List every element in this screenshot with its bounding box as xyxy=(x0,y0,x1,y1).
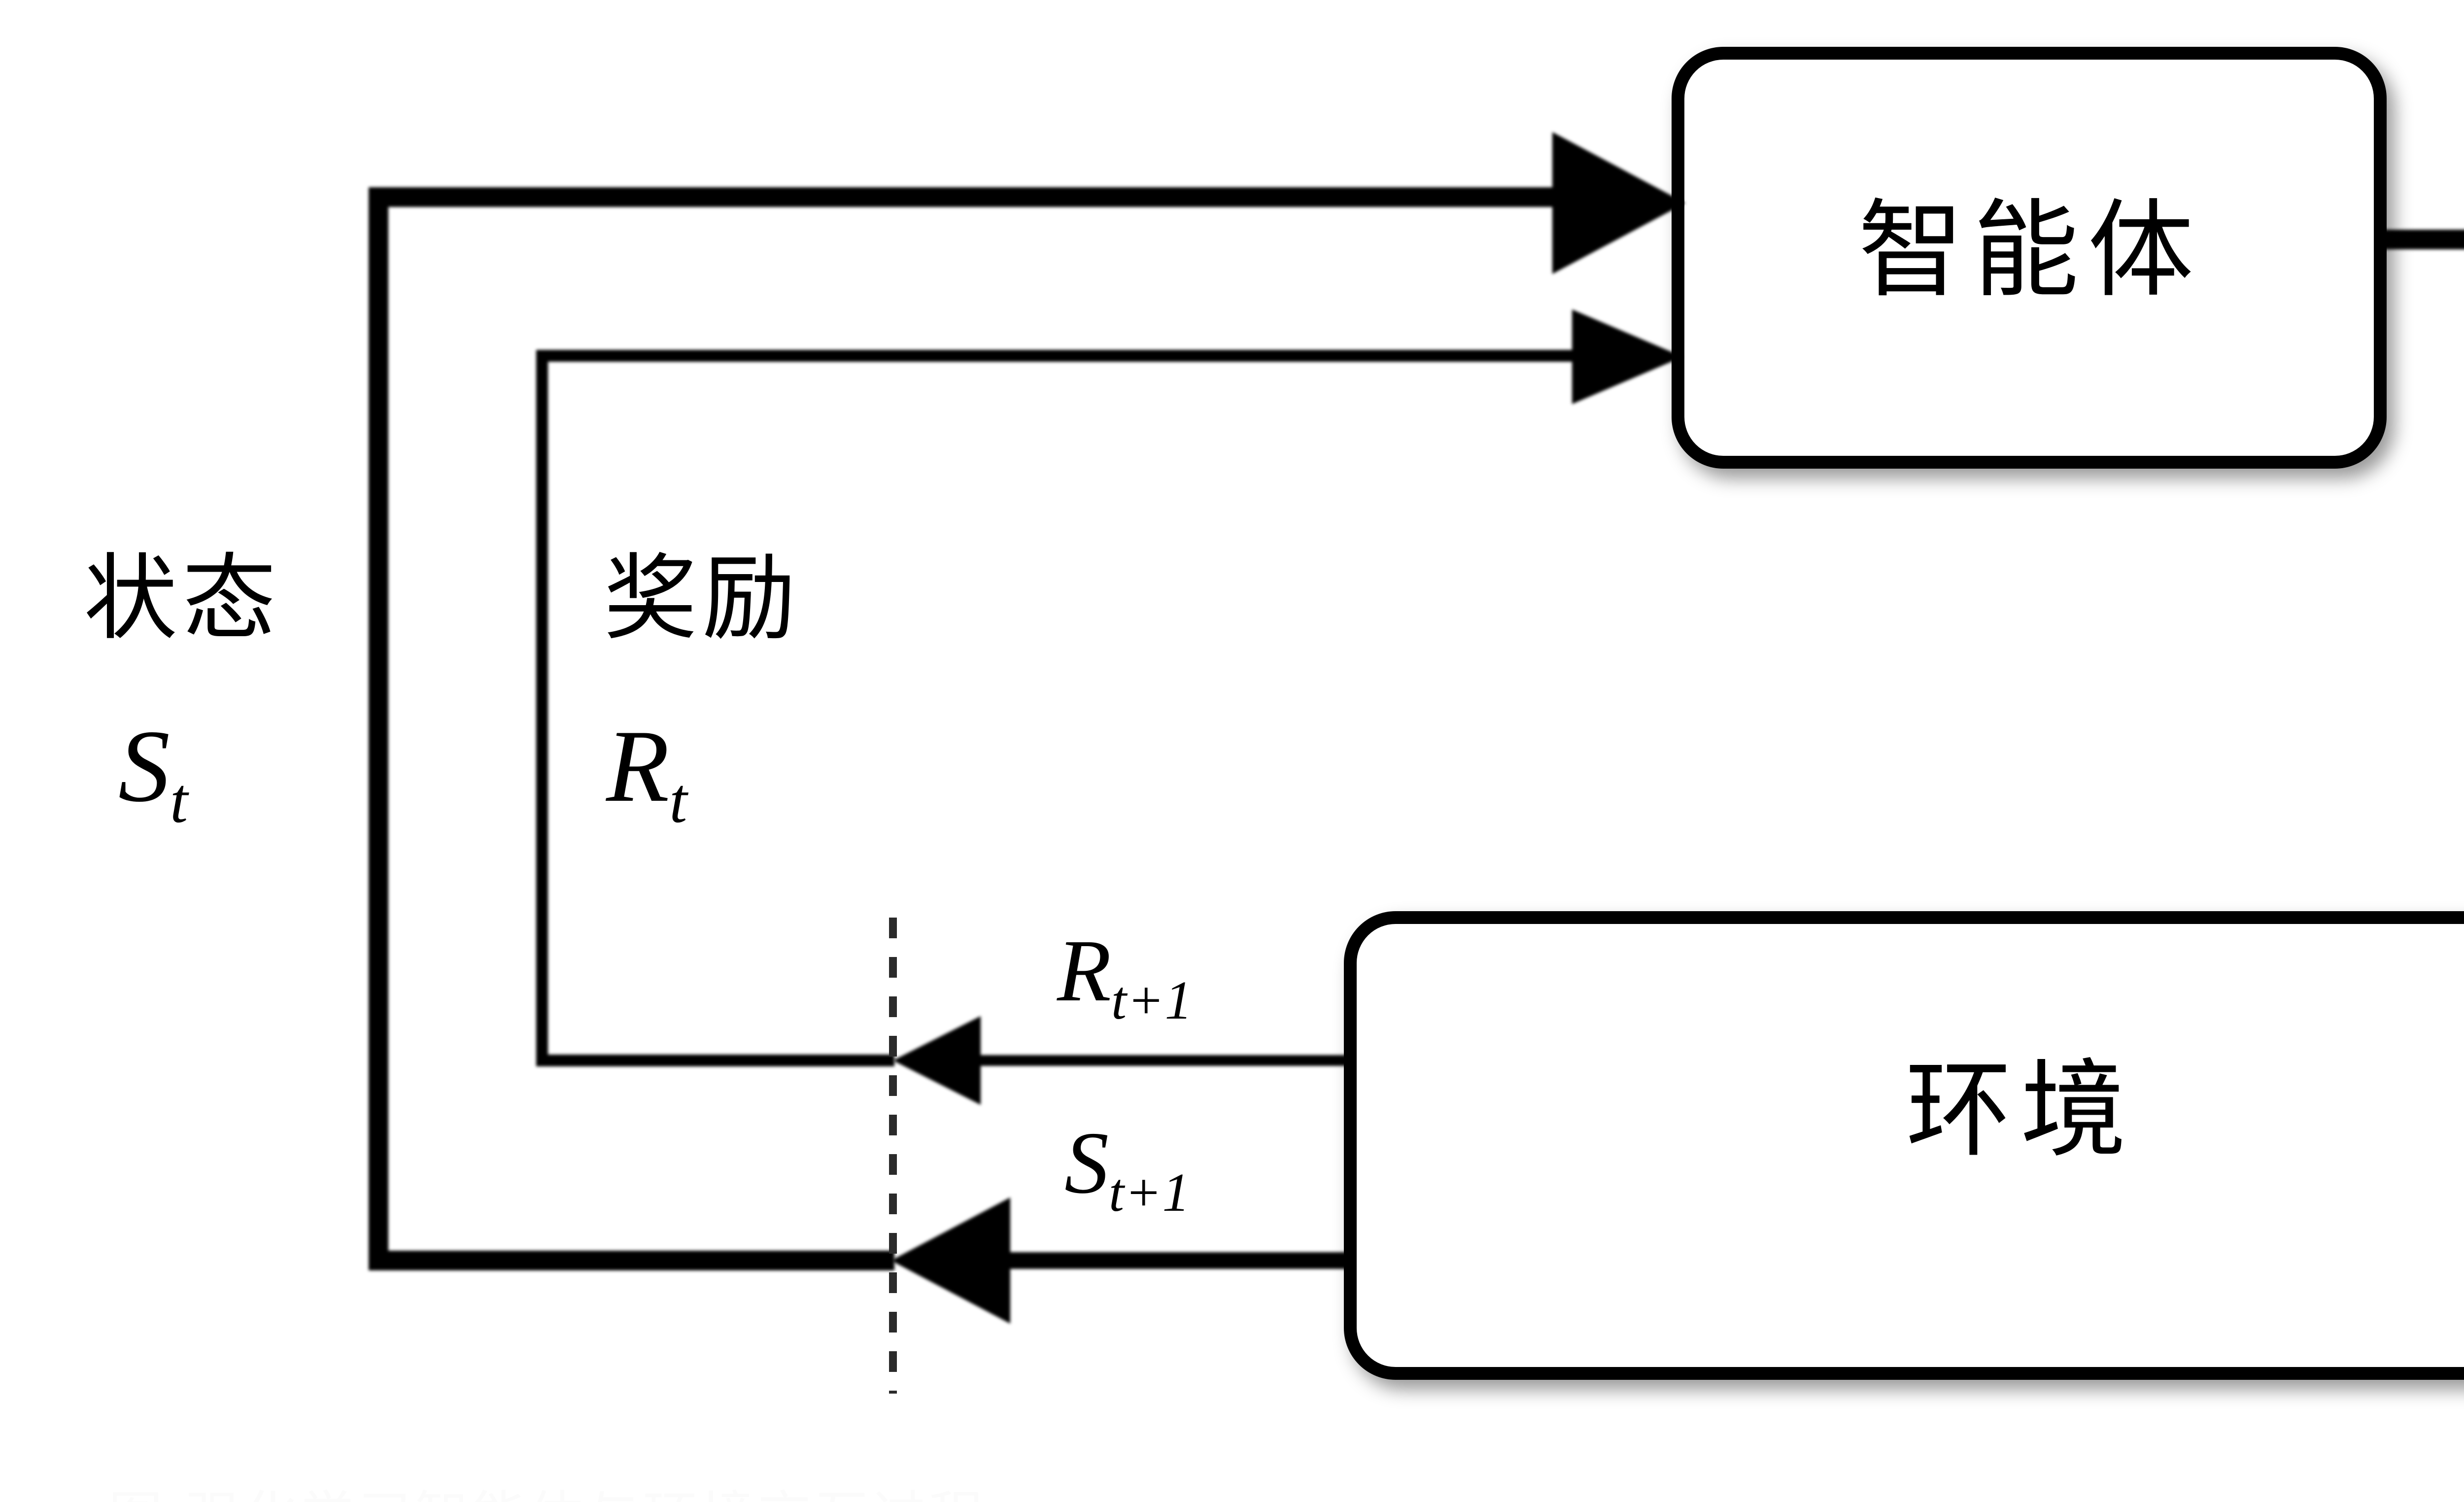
environment-box[interactable] xyxy=(1344,911,2464,1380)
reward-next-subscript: t+1 xyxy=(1111,970,1193,1031)
reward-next-arrowhead xyxy=(893,1016,981,1105)
reward-next-edge xyxy=(893,1016,1350,1105)
state-next-subscript: t+1 xyxy=(1109,1162,1191,1223)
state-next-symbol-label: St+1 xyxy=(1064,1119,1190,1221)
reward-word-label: 奖励 xyxy=(604,544,801,653)
bottom-caption-cropped: 图 强化学习智能体与环境交互过程 xyxy=(108,1472,1685,1502)
reward-next-symbol-label: Rt+1 xyxy=(1057,926,1193,1028)
reward-next-base: R xyxy=(1057,922,1111,1020)
state-next-base: S xyxy=(1064,1114,1109,1212)
state-edge xyxy=(369,132,1685,1270)
state-arrowhead xyxy=(1552,132,1685,274)
state-word-label: 状态 xyxy=(84,544,281,653)
state-next-edge xyxy=(891,1197,1350,1324)
environment-label: 环境 xyxy=(1906,1048,2135,1172)
agent-label: 智能体 xyxy=(1858,188,2203,312)
state-symbol-base: S xyxy=(118,709,170,823)
state-symbol-subscript: t xyxy=(170,765,189,836)
agent-box[interactable] xyxy=(1672,47,2387,469)
reward-symbol-subscript: t xyxy=(669,765,688,836)
reward-symbol-label: Rt xyxy=(606,715,688,833)
state-next-arrowhead xyxy=(891,1197,1010,1324)
reward-edge xyxy=(536,309,1683,1066)
state-symbol-label: St xyxy=(118,715,188,833)
reward-arrowhead xyxy=(1572,309,1683,404)
reward-symbol-base: R xyxy=(606,709,670,823)
